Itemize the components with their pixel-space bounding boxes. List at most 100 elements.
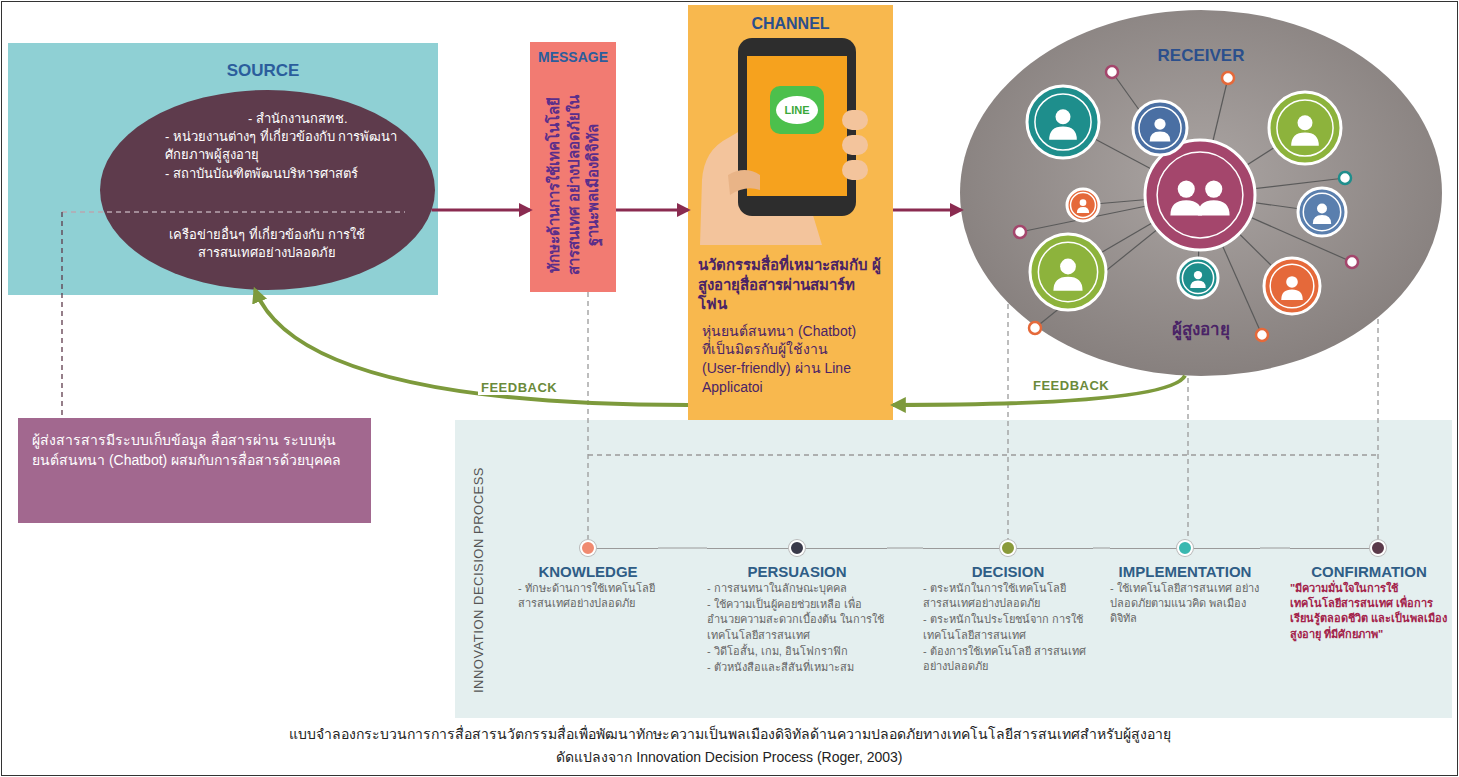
phone-illustration (700, 38, 868, 245)
person-body (1190, 281, 1205, 288)
channel-heading: นวัตกรรมสื่อที่เหมาะสมกับ ผู้สูงอายุสื่อ… (698, 255, 886, 314)
connector (1260, 548, 1290, 549)
rail (1290, 548, 1371, 549)
person-body (1150, 131, 1171, 141)
rail (1192, 548, 1260, 549)
panel-title: SOURCE (188, 61, 338, 81)
network-dot (1222, 72, 1234, 84)
person-head (1056, 109, 1071, 124)
icon-ring (1277, 100, 1333, 156)
channel-text: หุ่นยนต์สนทนา (Chatbot) ที่เป็นมิตรกับผู… (698, 322, 867, 398)
stage-text: - ต้องการใช้เทคโนโลยี สารสนเทศอย่างปลอดภ… (923, 644, 1093, 674)
dashed-line (1187, 378, 1188, 539)
vertical-label: INNOVATION DECISION PROCESS (471, 440, 486, 720)
network-line (1160, 128, 1200, 195)
stage: CONFIRMATION"มีความมั่นใจในการใช้ เทคโนโ… (1290, 541, 1448, 642)
network-line (1198, 195, 1200, 278)
dashed-line (588, 454, 1378, 455)
source-ellipse: - สำนักงานกสทช.- หน่วยงานต่างๆ ที่เกี่ยว… (100, 90, 435, 290)
person-body (1053, 277, 1082, 291)
network-line (1200, 128, 1305, 195)
icon-ring (1303, 193, 1340, 230)
person-head (1286, 276, 1298, 288)
person-icon (1264, 258, 1320, 314)
stage-title: IMPLEMENTATION (1110, 563, 1260, 580)
connector (616, 209, 688, 212)
network-line (1200, 195, 1352, 262)
stage-text: - วิดีโอสั้น, เกม, อินโฟกราฟิก (707, 644, 887, 659)
person-head (1178, 180, 1195, 197)
source-item: - หน่วยงานต่างๆ ที่เกี่ยวข้องกับ การพัฒน… (165, 128, 405, 164)
person-body (1198, 200, 1230, 215)
person-head (1205, 180, 1222, 197)
stage-text: - การสนทนาในลักษณะบุคคล (707, 581, 887, 596)
dashed-line (1377, 319, 1378, 539)
stage: IMPLEMENTATION- ใช้เทคโนโลยีสารสนเทศ อย่… (1110, 541, 1260, 627)
rail (1015, 548, 1093, 549)
stage: KNOWLEDGE- ทักษะด้านการใช้เทคโนโลยี สารส… (518, 541, 658, 611)
ellipse-fill (100, 90, 435, 290)
person-body (1313, 215, 1331, 224)
rail (707, 548, 790, 549)
stage-dot (1177, 540, 1193, 556)
dashed-line (62, 211, 405, 212)
person-head (1080, 199, 1087, 206)
source-network: เครือข่ายอื่นๆ ที่เกี่ยวข้องกับ การใช้สา… (147, 226, 387, 262)
rail (1110, 548, 1178, 549)
note-box: ผู้ส่งสารสารมีระบบเก็บข้อมูล สื่อสารผ่าน… (18, 418, 371, 523)
rail (595, 548, 658, 549)
source-item: - สำนักงานกสทช. (165, 110, 405, 128)
network-line (1020, 195, 1200, 232)
stage-text: - ตัวหนังสือและสีสันที่เหมาะสม (707, 660, 887, 675)
person-body (1077, 207, 1089, 213)
stage: PERSUASION- การสนทนาในลักษณะบุคคล- ใช้คว… (707, 541, 887, 675)
ellipse-fill (960, 10, 1442, 376)
stage-title: PERSUASION (707, 563, 887, 580)
person-icon (1067, 189, 1099, 221)
connector (255, 290, 688, 405)
edge-label: FEEDBACK (1030, 378, 1112, 393)
stage-dot (1370, 540, 1386, 556)
network-line (1200, 78, 1228, 195)
network-line (1200, 195, 1292, 286)
message-box: MESSAGEทักษะด้านการใช้เทคโนโลยีสารสนเทศ … (530, 42, 616, 292)
stage-text: "มีความมั่นใจในการใช้ เทคโนโลยีสารสนเทศ … (1290, 581, 1448, 642)
network-line (1200, 195, 1322, 212)
icon-ring (1270, 264, 1314, 308)
dashed-line (61, 212, 62, 418)
person-icon (1145, 140, 1255, 250)
person-icon (1133, 101, 1187, 155)
app-name: LINE (777, 103, 817, 117)
network-line (1083, 195, 1200, 205)
icon-ring (1035, 94, 1091, 150)
connector (893, 376, 1185, 405)
hand (700, 128, 822, 245)
receiver-network (1014, 66, 1358, 341)
connector (432, 209, 530, 212)
person-body (1170, 200, 1202, 215)
receiver-ellipse: RECEIVERผู้สูงอายุ (960, 10, 1442, 376)
source-panel: SOURCE - สำนักงานกสทช.- หน่วยงานต่างๆ ที่… (8, 43, 438, 295)
network-dot (1029, 322, 1041, 334)
network-line (1063, 122, 1200, 195)
box-title: CHANNEL (688, 15, 893, 33)
icon-ring (1157, 152, 1243, 238)
text-group: เครือข่ายอื่นๆ ที่เกี่ยวข้องกับ การใช้สา… (147, 226, 387, 262)
person-icon (1027, 86, 1099, 158)
network-dot (1256, 329, 1268, 341)
stage: DECISION- ตระหนักในการใช้เทคโนโลยี สารสน… (923, 541, 1093, 674)
stage-title: DECISION (923, 563, 1093, 580)
person-head (1298, 115, 1313, 130)
connector (658, 548, 707, 549)
phone-body (738, 38, 856, 216)
icon-ring (1071, 193, 1096, 218)
stage-text: - ตระหนักในการใช้เทคโนโลยี สารสนเทศอย่าง… (923, 581, 1093, 611)
network-line (1112, 72, 1200, 195)
caption: แบบจำลองกระบวนการการสื่อสารนวัตกรรมสื่อเ… (0, 723, 1459, 745)
line-icon (770, 86, 824, 134)
box-title: MESSAGE (530, 49, 616, 65)
icon-ring (1139, 107, 1181, 149)
stage-text: - ทักษะด้านการใช้เทคโนโลยี สารสนเทศอย่าง… (518, 581, 658, 611)
stage-text: - ใช้เทคโนโลยีสารสนเทศ อย่างปลอดภัยตามแน… (1110, 581, 1260, 627)
